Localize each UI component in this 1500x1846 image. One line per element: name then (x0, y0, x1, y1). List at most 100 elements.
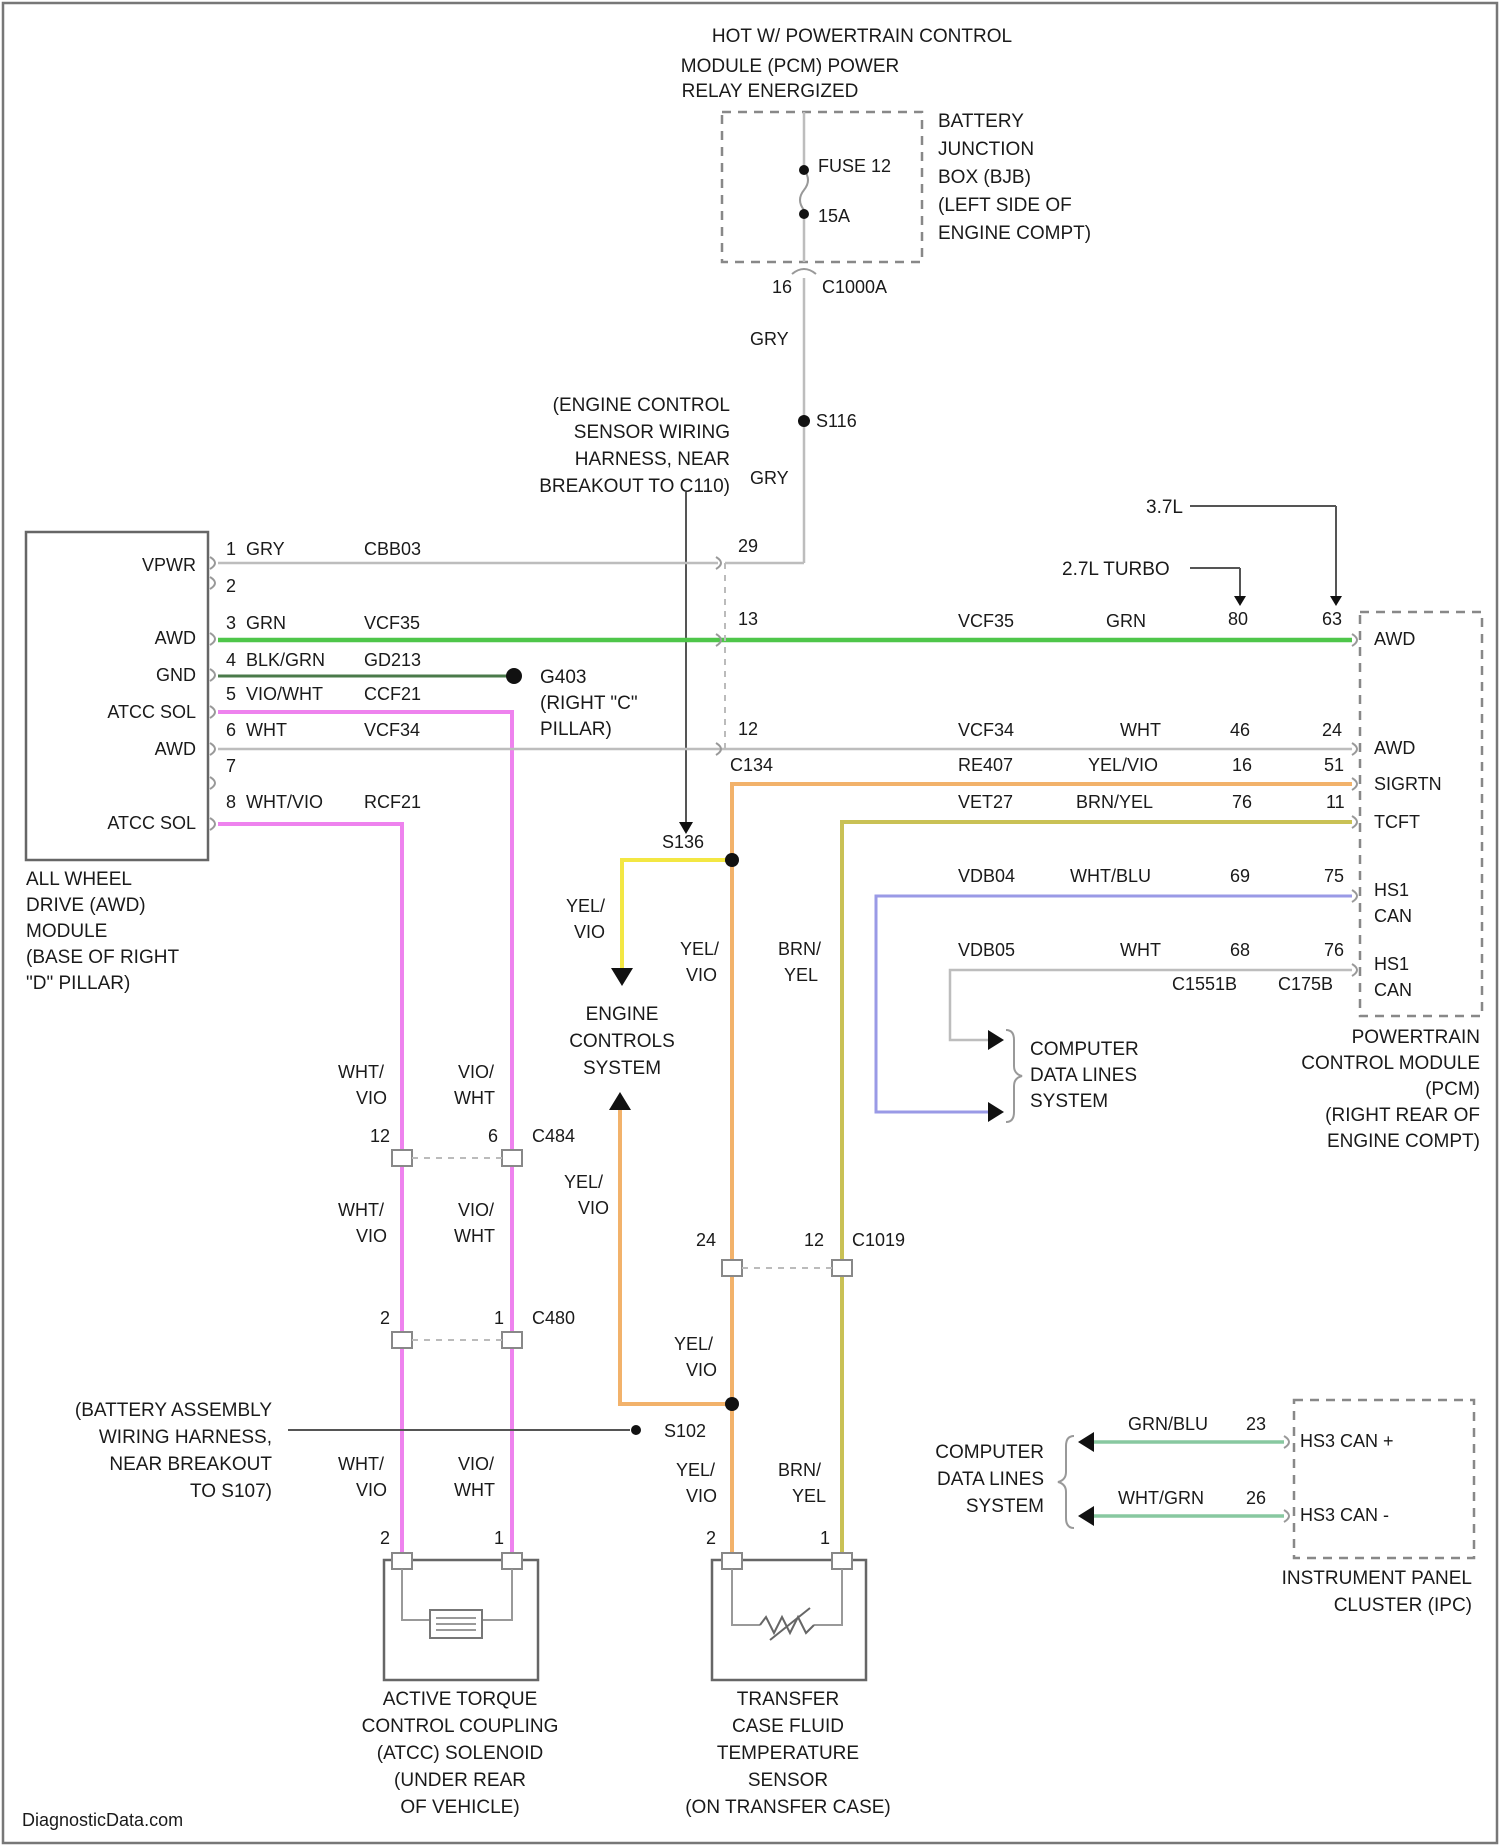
engine-controls-3: SYSTEM (583, 1058, 661, 1079)
pcm-wire-1-circuit: VCF35 (958, 611, 1014, 631)
awd-wire-3-pin: 3 (226, 613, 236, 633)
pcm-connector-a: C1551B (1172, 974, 1237, 994)
c134-name: C134 (730, 755, 773, 775)
engine-controls-arrow-up (609, 1092, 631, 1110)
pcm-wire-5-pin-a: 69 (1230, 866, 1250, 886)
ipc-data-system-1: COMPUTER (935, 1442, 1044, 1463)
pcm-wire-4-pin-a: 76 (1232, 792, 1252, 812)
c484-name: C484 (532, 1126, 575, 1146)
awd-name-4: (BASE OF RIGHT (26, 947, 179, 968)
pcm-wire-4-color: BRN/YEL (1076, 792, 1153, 812)
awd-wire-8-circuit: RCF21 (364, 792, 421, 812)
pcm-wire-1-color: GRN (1106, 611, 1146, 631)
awd-pin-atcc-sol-2: ATCC SOL (107, 813, 196, 833)
power-source: HOT W/ POWERTRAIN CONTROL MODULE (PCM) P… (681, 26, 1091, 563)
vio-wht-label-2a: VIO/ (458, 1200, 494, 1220)
bjb-box (722, 112, 922, 262)
pcm-wire-5-color: WHT/BLU (1070, 866, 1151, 886)
awd-module: VPWR AWD GND ATCC SOL AWD ATCC SOL ALL W… (26, 532, 208, 994)
pcm-pin-hs1-b: HS1 (1374, 954, 1409, 974)
pcm-pin-can-b: CAN (1374, 980, 1412, 1000)
pcm-wire-6-circuit: VDB05 (958, 940, 1015, 960)
c134-pin-13: 13 (738, 609, 758, 629)
sensor-pin-b: 1 (820, 1528, 830, 1548)
pcm-wire-5-circuit: VDB04 (958, 866, 1015, 886)
ipc-section: GRN/BLU 23 WHT/GRN 26 HS3 CAN + HS3 CAN … (935, 1400, 1474, 1616)
awd-pin-atcc-sol-1: ATCC SOL (107, 702, 196, 722)
wht-vio-label-2a: WHT/ (338, 1200, 384, 1220)
engine-option-pin-b: 63 (1322, 609, 1342, 629)
ground-location-1: (RIGHT "C" (540, 693, 638, 714)
splice-s102: S102 (664, 1421, 706, 1441)
battery-harness-point (631, 1425, 641, 1435)
atcc-pin-b: 1 (494, 1528, 504, 1548)
c480-name: C480 (532, 1308, 575, 1328)
yel-vio-label-4a: YEL/ (674, 1334, 713, 1354)
ipc-name-2: CLUSTER (IPC) (1334, 1595, 1472, 1616)
harness-note-2: SENSOR WIRING (574, 422, 730, 443)
pcm-pin-hs1-a: HS1 (1374, 880, 1409, 900)
c134-pin-29: 29 (738, 536, 758, 556)
battery-note-3: NEAR BREAKOUT (109, 1454, 272, 1475)
yel-vio-label-1b: VIO (574, 922, 605, 942)
pcm-name-1: POWERTRAIN (1352, 1027, 1480, 1048)
pcm-name-2: CONTROL MODULE (1301, 1053, 1480, 1074)
atcc-solenoid: 2 1 ACTIVE TORQUE CONTROL COUPLING (ATCC… (362, 1528, 559, 1818)
awd-pin-awd-2: AWD (155, 739, 196, 759)
atcc-pin-a: 2 (380, 1528, 390, 1548)
pcm-wire-4-pin-b: 11 (1326, 792, 1345, 812)
data-arrow-2 (988, 1102, 1004, 1122)
pcm-wire-2-circuit: VCF34 (958, 720, 1014, 740)
ipc-box (1294, 1400, 1474, 1558)
splice-s116-dot (798, 415, 810, 427)
pcm-wire-2-pin-b: 24 (1322, 720, 1342, 740)
awd-wire-1-color: GRY (246, 539, 285, 559)
harness-note: (ENGINE CONTROL SENSOR WIRING HARNESS, N… (539, 395, 730, 834)
splice-s136: S136 (662, 832, 704, 852)
wire-vet27 (842, 822, 1352, 1560)
pcm-wire-3-circuit: RE407 (958, 755, 1013, 775)
pcm-name-3: (PCM) (1425, 1079, 1480, 1100)
yel-vio-label-3a: YEL/ (564, 1172, 603, 1192)
engine-option-1-arrow (1330, 596, 1342, 606)
power-header-line-3: RELAY ENERGIZED (682, 81, 859, 102)
pcm-data-system-1: COMPUTER (1030, 1039, 1139, 1060)
pcm-name-4: (RIGHT REAR OF (1325, 1105, 1480, 1126)
engine-controls-system: ENGINE CONTROLS SYSTEM (569, 968, 675, 1110)
atcc-name-2: CONTROL COUPLING (362, 1716, 559, 1737)
pcm-wire-2-pin-a: 46 (1230, 720, 1250, 740)
awd-wire-4-pin: 4 (226, 650, 236, 670)
ipc-name-1: INSTRUMENT PANEL (1282, 1568, 1472, 1589)
brn-yel-label-2b: YEL (792, 1486, 826, 1506)
pcm-wire-labels: VCF35 GRN VCF34 WHT 46 24 RE407 YEL/VIO … (958, 611, 1345, 994)
c1019-pin-b: 12 (804, 1230, 824, 1250)
atcc-name-4: (UNDER REAR (394, 1770, 526, 1791)
awd-wire-1-pin: 1 (226, 539, 236, 559)
pcm-wire-3-color: YEL/VIO (1088, 755, 1158, 775)
vio-wht-label-1b: WHT (454, 1088, 495, 1108)
engine-option-2-arrow (1234, 596, 1246, 606)
splice-s136-dot (725, 853, 739, 867)
wht-vio-label-1a: WHT/ (338, 1062, 384, 1082)
yel-vio-label-5b: VIO (686, 1486, 717, 1506)
c480-pin-b: 1 (494, 1308, 504, 1328)
yel-vio-label-5a: YEL/ (676, 1460, 715, 1480)
pcm-pin-awd-2: AWD (1374, 738, 1415, 758)
bjb-label-1: BATTERY (938, 111, 1024, 132)
bjb-label-4: (LEFT SIDE OF (938, 195, 1072, 216)
splice-s116: S116 (816, 411, 857, 431)
transfer-case-sensor: 2 1 TRANSFER CASE FLUID TEMPERATURE SENS… (685, 1528, 891, 1818)
wht-vio-label-3b: VIO (356, 1480, 387, 1500)
vio-wht-label-3a: VIO/ (458, 1454, 494, 1474)
feed-wire-color-2: GRY (750, 468, 789, 488)
ipc-pin-label-1: HS3 CAN + (1300, 1431, 1394, 1451)
pcm-wire-5-pin-b: 75 (1324, 866, 1344, 886)
sensor-name-3: TEMPERATURE (717, 1743, 859, 1764)
yel-vio-label-1a: YEL/ (566, 896, 605, 916)
sensor-name-4: SENSOR (748, 1770, 828, 1791)
brn-yel-label-1b: YEL (784, 965, 818, 985)
c134-pin-12: 12 (738, 719, 758, 739)
yel-vio-label-4b: VIO (686, 1360, 717, 1380)
c1019-connector: 24 12 C1019 (696, 1230, 905, 1276)
